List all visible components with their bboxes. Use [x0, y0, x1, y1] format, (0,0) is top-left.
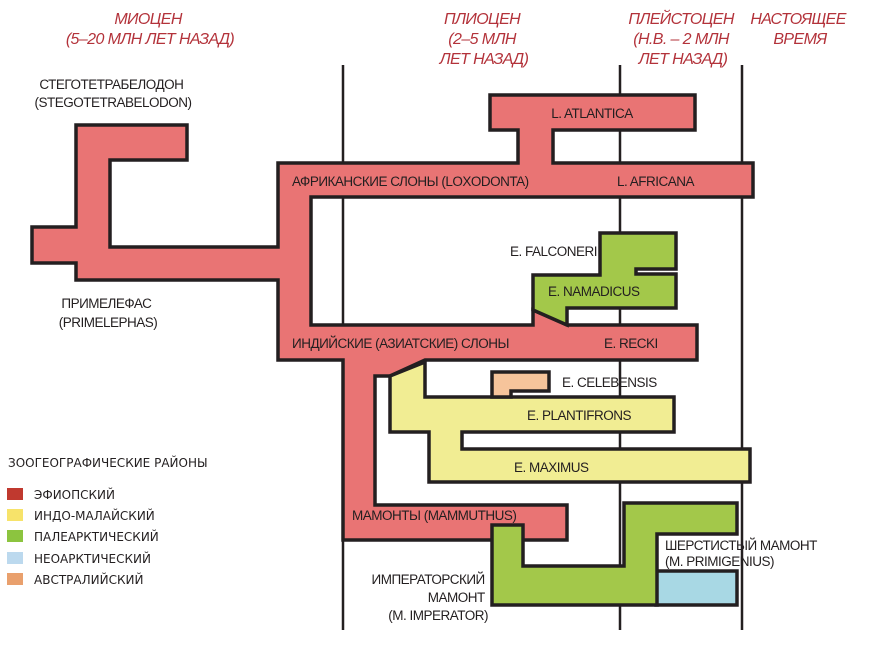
- label-mammoths: МАМОНТЫ (MAMMUTHUS): [352, 508, 516, 523]
- label-e-falconeri: E. FALCONERI: [510, 244, 597, 259]
- period-pleistocene: ПЛЕЙСТОЦЕН (Н.В. – 2 МЛН ЛЕТ НАЗАД): [628, 9, 737, 68]
- palearctic-namadicus-shape: [531, 231, 678, 328]
- label-african-elephants: АФРИКАНСКИЕ СЛОНЫ (LOXODONTA): [292, 174, 529, 189]
- label-primelephas: ПРИМЕЛЕФАС (PRIMELEPHAS): [59, 296, 158, 330]
- label-e-recki: E. RECKI: [604, 336, 658, 351]
- label-imperial-mammoth: ИМПЕРАТОРСКИЙ МАМОНТ (M. IMPERATOR): [372, 572, 489, 623]
- legend-swatch-palearctic: [7, 530, 23, 542]
- legend-item-nearctic: НЕОАРКТИЧЕСКИЙ: [34, 551, 151, 566]
- legend-item-palearctic: ПАЛЕАРКТИЧЕСКИЙ: [34, 529, 159, 544]
- period-present: НАСТОЯЩЕЕ ВРЕМЯ: [750, 11, 849, 48]
- legend-item-australian: АВСТРАЛИЙСКИЙ: [34, 572, 143, 587]
- indo-malayan-lineage-shape: [388, 359, 752, 484]
- period-pliocene: ПЛИОЦЕН (2–5 МЛН ЛЕТ НАЗАД): [439, 11, 529, 68]
- ethiopian-lineage-shape: [30, 93, 755, 542]
- legend-swatch-ethiopian: [7, 488, 23, 500]
- legend-title: ЗООГЕОГРАФИЧЕСКИЕ РАЙОНЫ: [8, 455, 208, 470]
- legend-swatch-indo-malayan: [7, 509, 23, 521]
- palearctic-mammoth-shape: [490, 501, 739, 607]
- legend-swatch-australian: [7, 573, 23, 585]
- nearctic-primigenius-shape: [654, 569, 739, 607]
- legend-item-ethiopian: ЭФИОПСКИЙ: [34, 487, 115, 502]
- label-l-atlantica: L. ATLANTICA: [551, 106, 633, 121]
- period-miocene: МИОЦЕН (5–20 МЛН ЛЕТ НАЗАД): [66, 11, 235, 48]
- label-l-africana: L. AFRICANA: [617, 174, 695, 189]
- australian-celebensis-shape: [490, 370, 551, 399]
- legend-item-indo-malayan: ИНДО-МАЛАЙСКИЙ: [34, 508, 155, 523]
- label-e-namadicus: E. NAMADICUS: [548, 284, 640, 299]
- legend-swatch-nearctic: [7, 552, 23, 564]
- label-stegotetrabelodon: СТЕГОТЕТРАБЕЛОДОН (STEGOTETRABELODON): [34, 77, 191, 110]
- label-e-celebensis: E. CELEBENSIS: [562, 375, 657, 390]
- label-woolly-mammoth: ШЕРСТИСТЫЙ МАМОНТ (M. PRIMIGENIUS): [665, 538, 820, 569]
- label-e-plantifrons: E. PLANTIFRONS: [527, 408, 632, 423]
- legend: ЗООГЕОГРАФИЧЕСКИЕ РАЙОНЫ ЭФИОПСКИЙ ИНДО-…: [7, 455, 208, 587]
- label-e-maximus: E. MAXIMUS: [514, 460, 589, 475]
- label-asian-elephants: ИНДИЙСКИЕ (АЗИАТСКИЕ) СЛОНЫ: [292, 336, 509, 351]
